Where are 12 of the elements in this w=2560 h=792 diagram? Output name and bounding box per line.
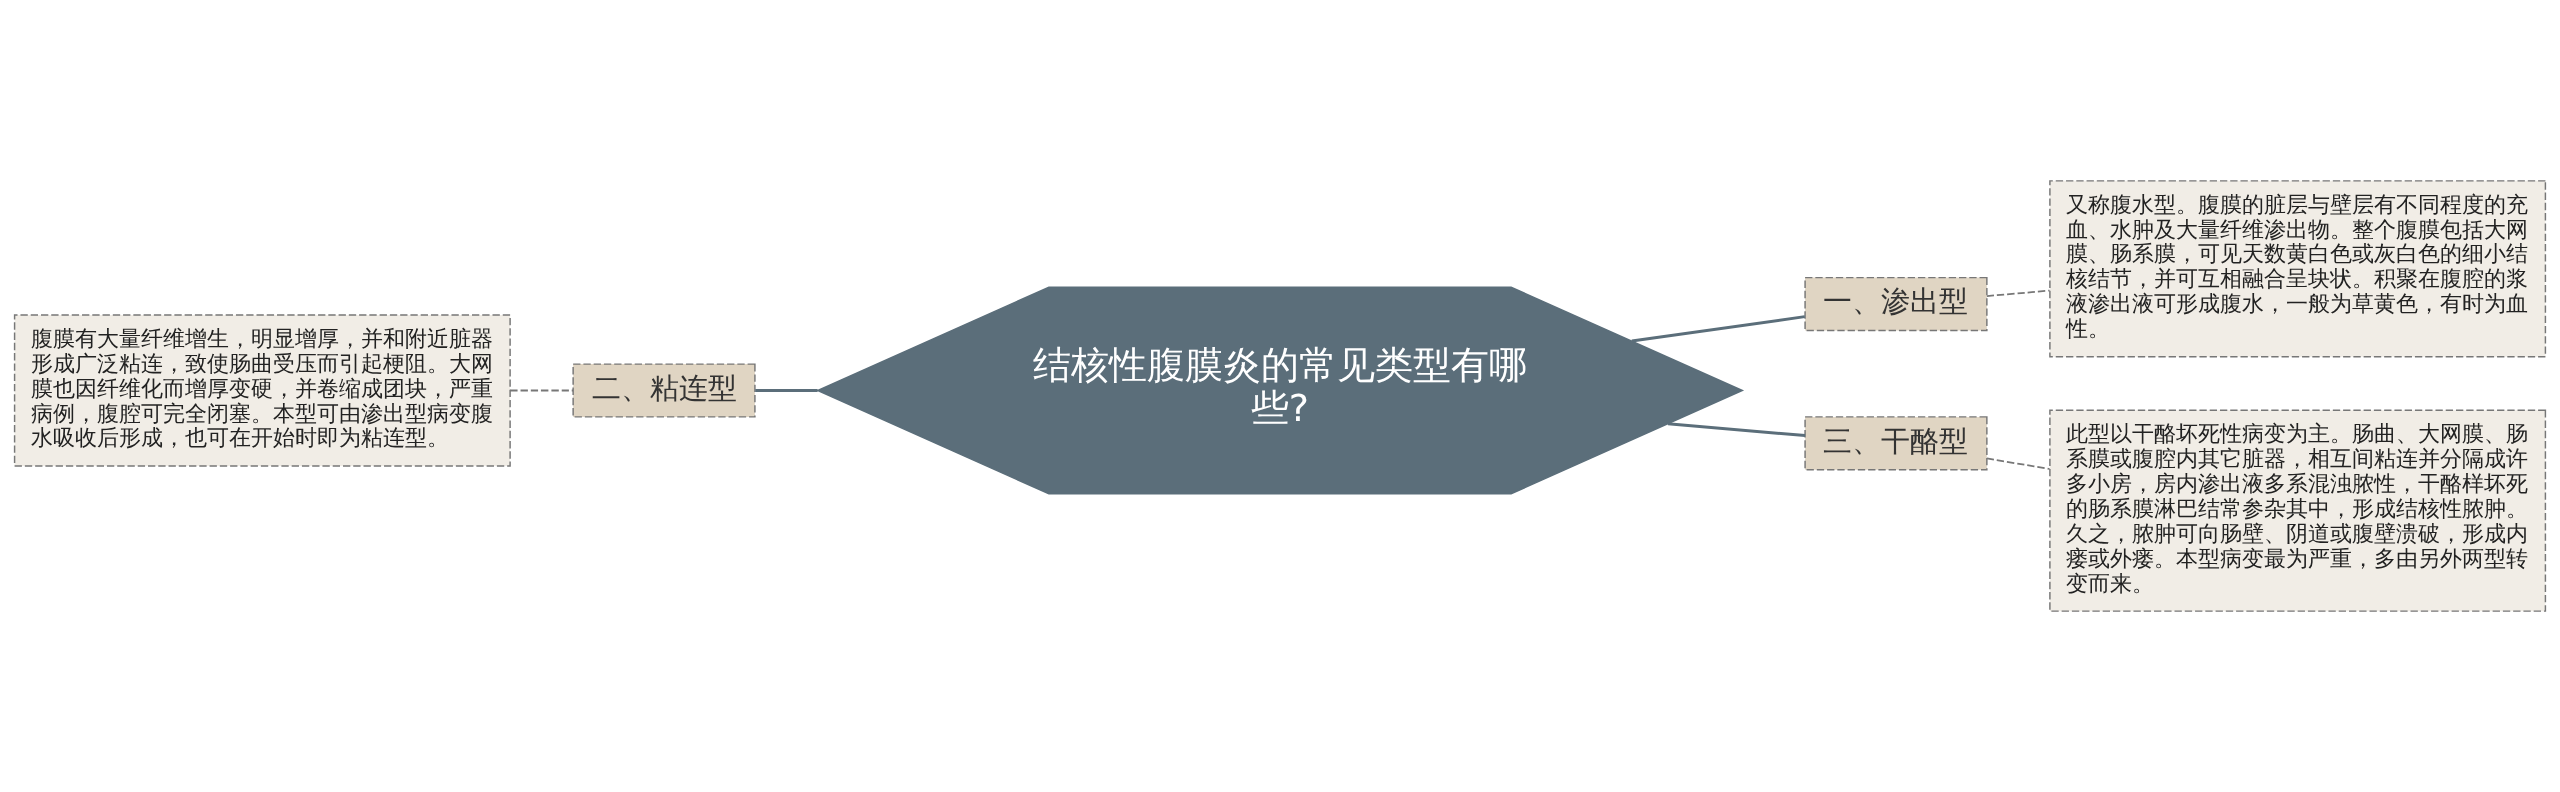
connector — [509, 389, 574, 392]
node-box: 此型以干酪坏死性病变为主。肠曲、大网膜、肠系膜或腹腔内其它脏器，相互间粘连并分隔成许多小房，房内渗出液多系混浊脓性，干酪样坏死的肠系膜淋巴结常参杂其中，形成结核性脓肿。久之，脓肿可向肠壁、阴道或腹壁溃破，形成内瘘或外瘘。本型病变最为严重，多由另外两型转变而来。 — [2049, 409, 2547, 612]
node-box: 又称腹水型。腹膜的脏层与壁层有不同程度的充血、水肿及大量纤维渗出物。整个腹膜包括大网膜、肠系膜，可见天数黄白色或灰白色的细小结核结节，并可互相融合呈块状。积聚在腹腔的浆液渗出液可形成腹水，一般为草黄色，有时为血性。 — [2049, 180, 2547, 358]
node-box: 二、粘连型 — [572, 363, 756, 418]
node-box: 腹膜有大量纤维增生，明显增厚，并和附近脏器形成广泛粘连，致使肠曲受压而引起梗阻。大网膜也因纤维化而增厚变硬，并卷缩成团块，严重病例，腹腔可完全闭塞。本型可由渗出型病变腹水吸收后形成，也可在开始时即为粘连型。 — [13, 314, 511, 467]
connector — [1986, 457, 2051, 470]
connector — [1986, 289, 2051, 297]
connector — [755, 389, 818, 392]
connector — [1667, 422, 1806, 438]
node-box: 三、干酪型 — [1804, 416, 1988, 471]
connector — [1631, 315, 1805, 343]
node-box: 一、渗出型 — [1804, 276, 1988, 332]
